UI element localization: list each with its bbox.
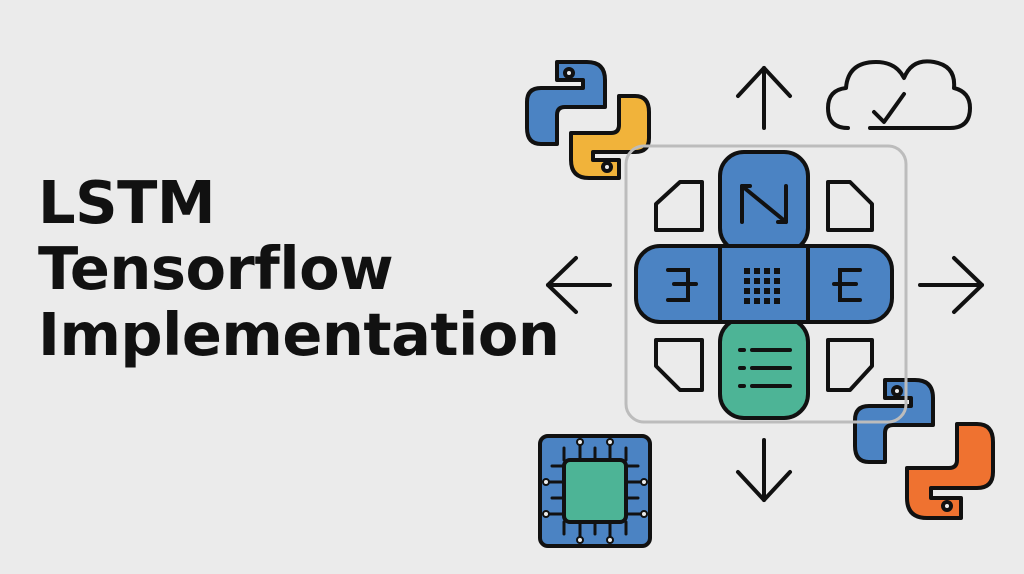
- direction-arrow-icon: [736, 66, 792, 130]
- direction-arrow-icon: [736, 438, 792, 502]
- title-line-3: Implementation: [38, 300, 560, 370]
- python-logo-icon: [853, 378, 995, 520]
- python-logo-icon: [525, 60, 651, 180]
- processor-chip-icon: [538, 434, 652, 548]
- cloud-check-icon: [826, 59, 972, 130]
- title-line-1: LSTM: [38, 168, 216, 237]
- title-line-2: Tensorflow: [38, 234, 394, 304]
- direction-arrow-icon: [546, 256, 612, 314]
- lstm-cell-icon: [624, 144, 908, 424]
- direction-arrow-icon: [918, 256, 984, 314]
- page-title: LSTM Tensorflow Implementation: [38, 168, 560, 370]
